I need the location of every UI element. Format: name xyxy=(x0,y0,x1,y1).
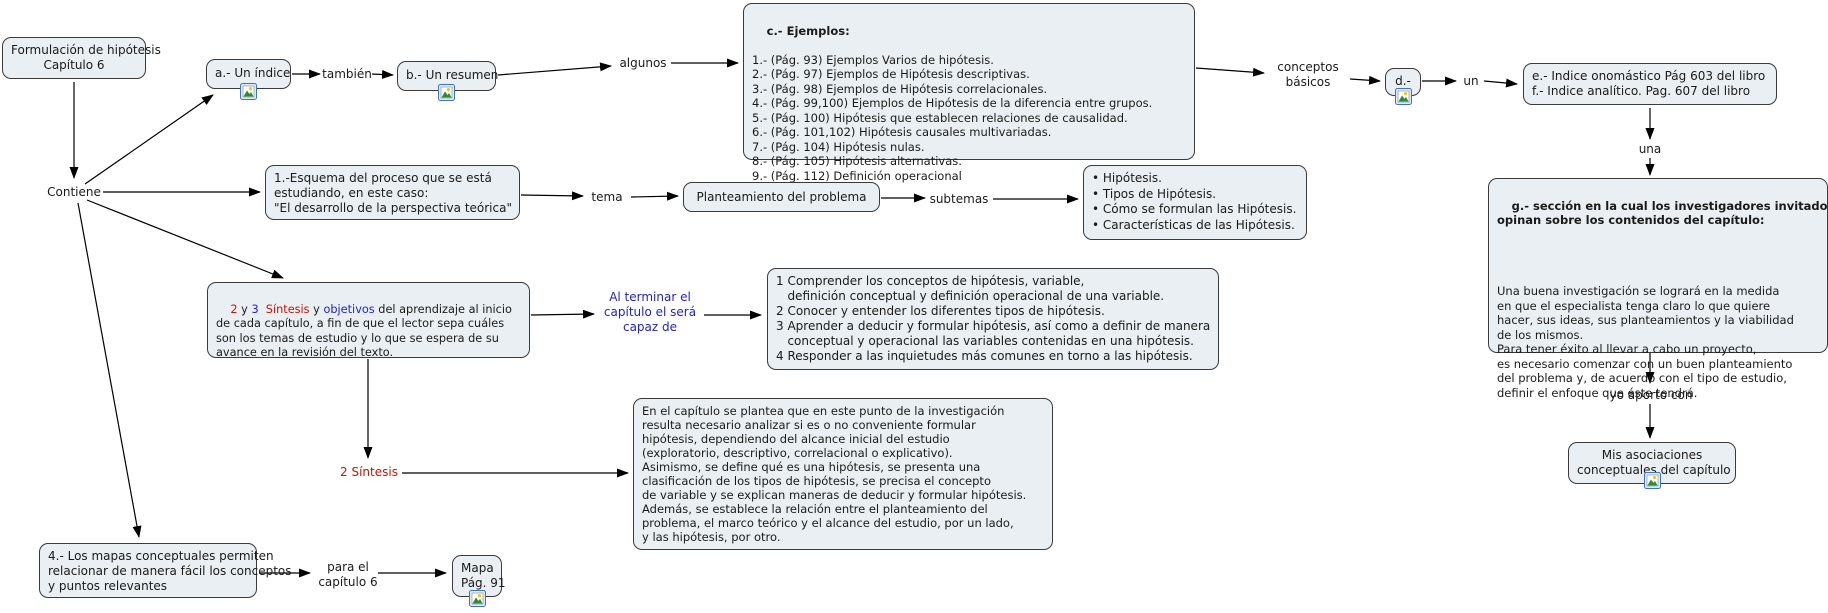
resource-icon-mapa[interactable] xyxy=(469,590,486,607)
node-ejemplos-body: 1.- (Pág. 93) Ejemplos Varios de hipótes… xyxy=(752,52,1153,183)
connector xyxy=(86,199,284,279)
link-un[interactable]: un xyxy=(1463,74,1479,88)
node-seccion-g-body: Una buena investigación se logrará en la… xyxy=(1497,284,1794,400)
connector xyxy=(530,309,595,319)
segment-y1: y xyxy=(237,302,252,316)
node-seccion-g[interactable]: g.- sección en la cual los investigadore… xyxy=(1488,178,1828,400)
resource-icon-d[interactable] xyxy=(1395,88,1412,105)
connector xyxy=(497,62,612,76)
link-tambien[interactable]: también xyxy=(322,67,372,81)
connector xyxy=(1195,67,1265,77)
node-formulacion-hipotesis[interactable]: Formulación de hipótesis Capítulo 6 xyxy=(2,37,161,79)
node-esquema-proceso[interactable]: 1.-Esquema del proceso que se está estud… xyxy=(265,165,520,220)
node-ejemplos-title: c.- Ejemplos: xyxy=(766,23,850,38)
node-mapas-conceptuales[interactable]: 4.- Los mapas conceptuales permiten rela… xyxy=(39,543,292,598)
connector xyxy=(630,191,679,201)
resource-icon-indice[interactable] xyxy=(240,83,257,100)
segment-y2: y xyxy=(309,302,324,316)
connector xyxy=(371,69,394,79)
node-indices-ef[interactable]: e.- Indice onomástico Pág 603 del libro … xyxy=(1523,63,1777,105)
segment-sintesis: Síntesis xyxy=(258,302,310,316)
link-algunos[interactable]: algunos xyxy=(619,56,667,70)
connector xyxy=(1483,78,1518,88)
resource-icon-resumen[interactable] xyxy=(438,84,455,101)
segment-objetivos: objetivos xyxy=(323,302,375,316)
link-para-el-capitulo[interactable]: para el capítulo 6 xyxy=(318,560,378,589)
node-seccion-g-spacer xyxy=(1497,242,1819,255)
link-contiene[interactable]: Contiene xyxy=(47,185,101,199)
connector xyxy=(1349,75,1381,85)
node-objetivos-lista[interactable]: 1 Comprender los conceptos de hipótesis,… xyxy=(767,268,1219,370)
link-2-sintesis[interactable]: 2 Síntesis xyxy=(340,465,398,479)
connector xyxy=(77,202,142,538)
link-al-terminar[interactable]: Al terminar el capítulo el será capaz de xyxy=(603,290,697,334)
node-planteamiento-problema[interactable]: Planteamiento del problema xyxy=(683,182,880,212)
link-tema[interactable]: tema xyxy=(591,190,623,204)
link-yo-aporto-con[interactable]: yo aporto con xyxy=(1609,388,1693,402)
segment-2: 2 xyxy=(230,302,238,316)
segment-rest: del aprendizaje al inicio de cada capítu… xyxy=(216,302,512,360)
node-subtemas-lista[interactable]: • Hipótesis. • Tipos de Hipótesis. • Cóm… xyxy=(1083,165,1307,240)
node-un-resumen[interactable]: b.- Un resumen xyxy=(397,61,498,91)
connector xyxy=(520,191,584,201)
link-una[interactable]: una xyxy=(1638,142,1662,156)
link-conceptos-basicos[interactable]: conceptos básicos xyxy=(1277,60,1339,89)
node-seccion-g-title: g.- sección en la cual los investigadore… xyxy=(1497,198,1828,228)
resource-icon-mis-asociaciones[interactable] xyxy=(1644,472,1661,489)
node-sintesis-texto[interactable]: En el capítulo se plantea que en este pu… xyxy=(633,398,1053,550)
node-ejemplos[interactable]: c.- Ejemplos: 1.- (Pág. 93) Ejemplos Var… xyxy=(743,3,1195,183)
connector xyxy=(84,94,214,185)
link-subtemas[interactable]: subtemas xyxy=(929,192,989,206)
node-sintesis-objetivos[interactable]: 2 y 3 Síntesis y objetivos del aprendiza… xyxy=(207,282,530,360)
segment-3: 3 xyxy=(251,302,259,316)
